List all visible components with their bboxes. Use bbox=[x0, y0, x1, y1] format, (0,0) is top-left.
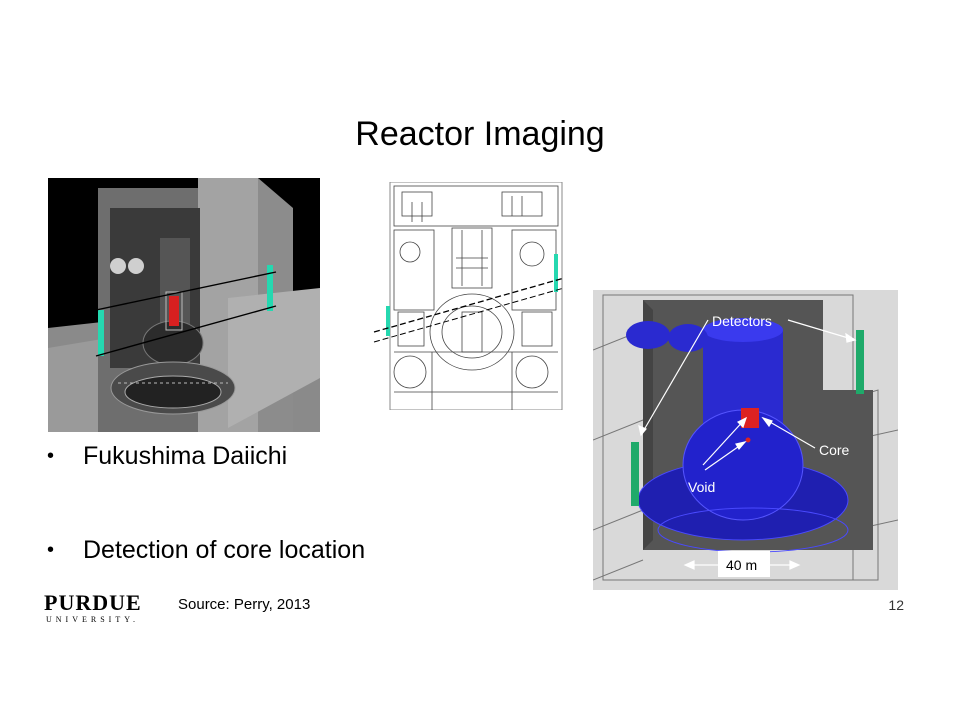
bullet-icon: • bbox=[47, 539, 55, 561]
bullet-item: • Detection of core location bbox=[47, 534, 365, 566]
reactor-simulation-image: Detectors Core Void 40 m bbox=[593, 290, 898, 590]
core-label: Core bbox=[819, 442, 850, 458]
reactor-schematic-graphic bbox=[373, 182, 564, 410]
page-number: 12 bbox=[888, 597, 904, 613]
reactor-simulation-graphic: Detectors Core Void 40 m bbox=[593, 290, 898, 590]
logo-subtext: UNIVERSITY. bbox=[46, 615, 139, 624]
bullet-text: Fukushima Daiichi bbox=[83, 442, 288, 470]
bullet-text: Detection of core location bbox=[83, 536, 366, 564]
scale-label: 40 m bbox=[726, 557, 757, 573]
reactor-schematic-image bbox=[372, 182, 564, 410]
detectors-label: Detectors bbox=[712, 313, 772, 329]
void-label: Void bbox=[688, 479, 715, 495]
bullet-item: • Fukushima Daiichi bbox=[47, 440, 287, 472]
reactor-3d-render-image bbox=[48, 178, 320, 432]
reactor-3d-render-graphic bbox=[48, 178, 320, 432]
slide-title: Reactor Imaging bbox=[355, 115, 605, 153]
bullet-icon: • bbox=[47, 445, 55, 467]
purdue-logo: PURDUE UNIVERSITY. bbox=[44, 590, 154, 626]
source-citation: Source: Perry, 2013 bbox=[178, 596, 311, 613]
logo-word: PURDUE bbox=[44, 590, 142, 615]
